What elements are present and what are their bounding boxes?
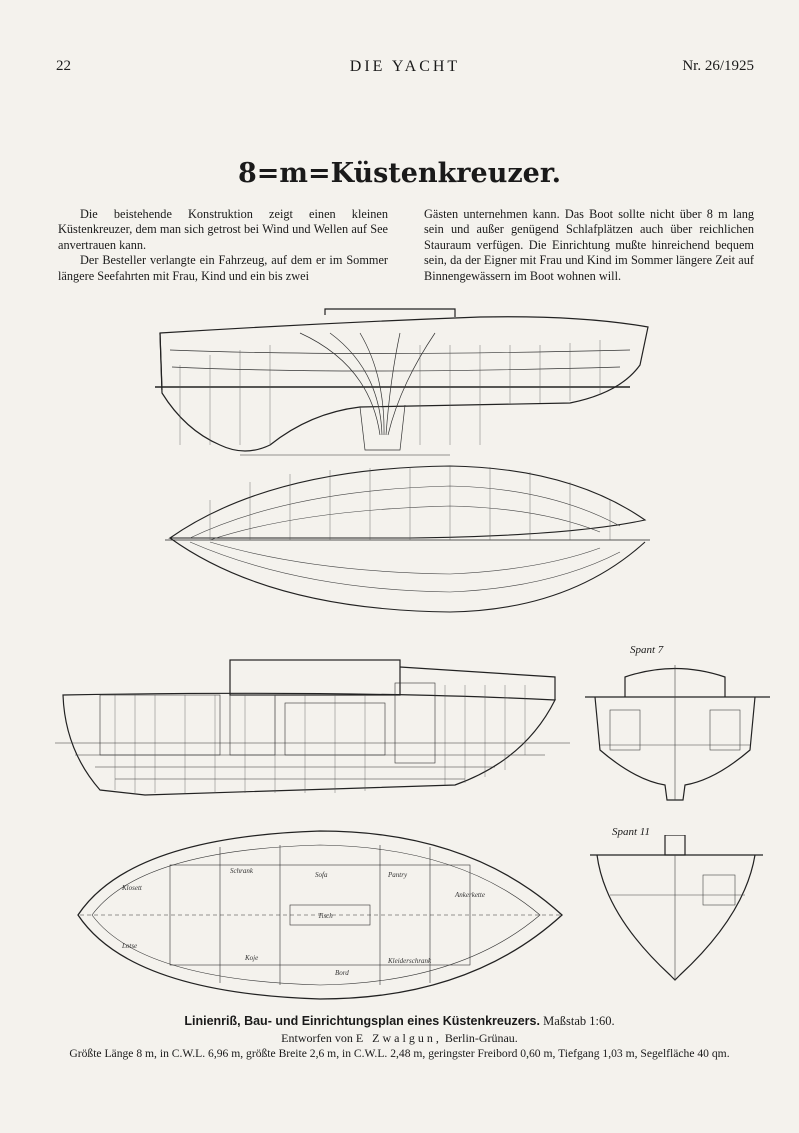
caption-line-2: Entworfen von E Zwalgun, Berlin-Grünau. xyxy=(0,1031,799,1046)
section-label-spant-11: Spant 11 xyxy=(612,826,650,838)
page-number: 22 xyxy=(56,58,71,74)
paragraph: Gästen unternehmen kann. Das Boot sollte… xyxy=(424,207,754,283)
plan-label-kleiderschrank: Kleiderschrank xyxy=(387,957,432,965)
plan-label-pantry: Pantry xyxy=(387,871,408,879)
caption-scale: Maßstab 1:60. xyxy=(543,1014,615,1028)
plan-label-klosett: Klosett xyxy=(121,884,143,892)
right-column: Gästen unternehmen kann. Das Boot sollte… xyxy=(424,207,754,284)
paragraph: Die beistehende Konstruktion zeigt einen… xyxy=(58,207,388,252)
section-label-spant-7: Spant 7 xyxy=(630,644,664,656)
plan-label-tisch: Tisch xyxy=(318,912,333,920)
caption-designer-prefix: Entworfen von xyxy=(281,1031,353,1045)
caption-specifications: Größte Länge 8 m, in C.W.L. 6,96 m, größ… xyxy=(69,1047,730,1060)
construction-profile-drawing xyxy=(55,659,570,796)
accommodation-plan-drawing: Klosett Lotse Schrank Sofa Tisch Koje Bo… xyxy=(77,830,563,1000)
section-spant-7-drawing xyxy=(585,665,770,801)
caption-line-1: Linienriß, Bau- und Einrichtungsplan ein… xyxy=(0,1014,799,1029)
plan-label-koje: Koje xyxy=(244,954,258,962)
magazine-title: DIE YACHT xyxy=(349,58,461,75)
plan-label-bord: Bord xyxy=(335,969,349,977)
plan-label-sofa: Sofa xyxy=(315,871,328,879)
section-spant-11-drawing xyxy=(590,835,763,981)
plan-label-ankerkette: Ankerkette xyxy=(454,891,485,899)
plan-label-schrank: Schrank xyxy=(230,867,254,875)
profile-lines-drawing xyxy=(155,308,649,456)
caption-location: Berlin-Grünau. xyxy=(444,1031,518,1045)
left-column: Die beistehende Konstruktion zeigt einen… xyxy=(58,207,388,284)
half-breadth-plan-drawing xyxy=(165,465,650,613)
article-title: 8=m=Küstenkreuzer. xyxy=(238,158,561,189)
plan-label-lotse: Lotse xyxy=(121,942,137,950)
issue-number: Nr. 26/1925 xyxy=(682,58,754,74)
caption-title: Linienriß, Bau- und Einrichtungsplan ein… xyxy=(184,1014,540,1028)
paragraph: Der Besteller verlangte ein Fahrzeug, au… xyxy=(58,253,388,283)
page-header: 22 DIE YACHT Nr. 26/1925 xyxy=(56,58,754,80)
caption-designer: E Zwalgun, xyxy=(355,1031,442,1045)
